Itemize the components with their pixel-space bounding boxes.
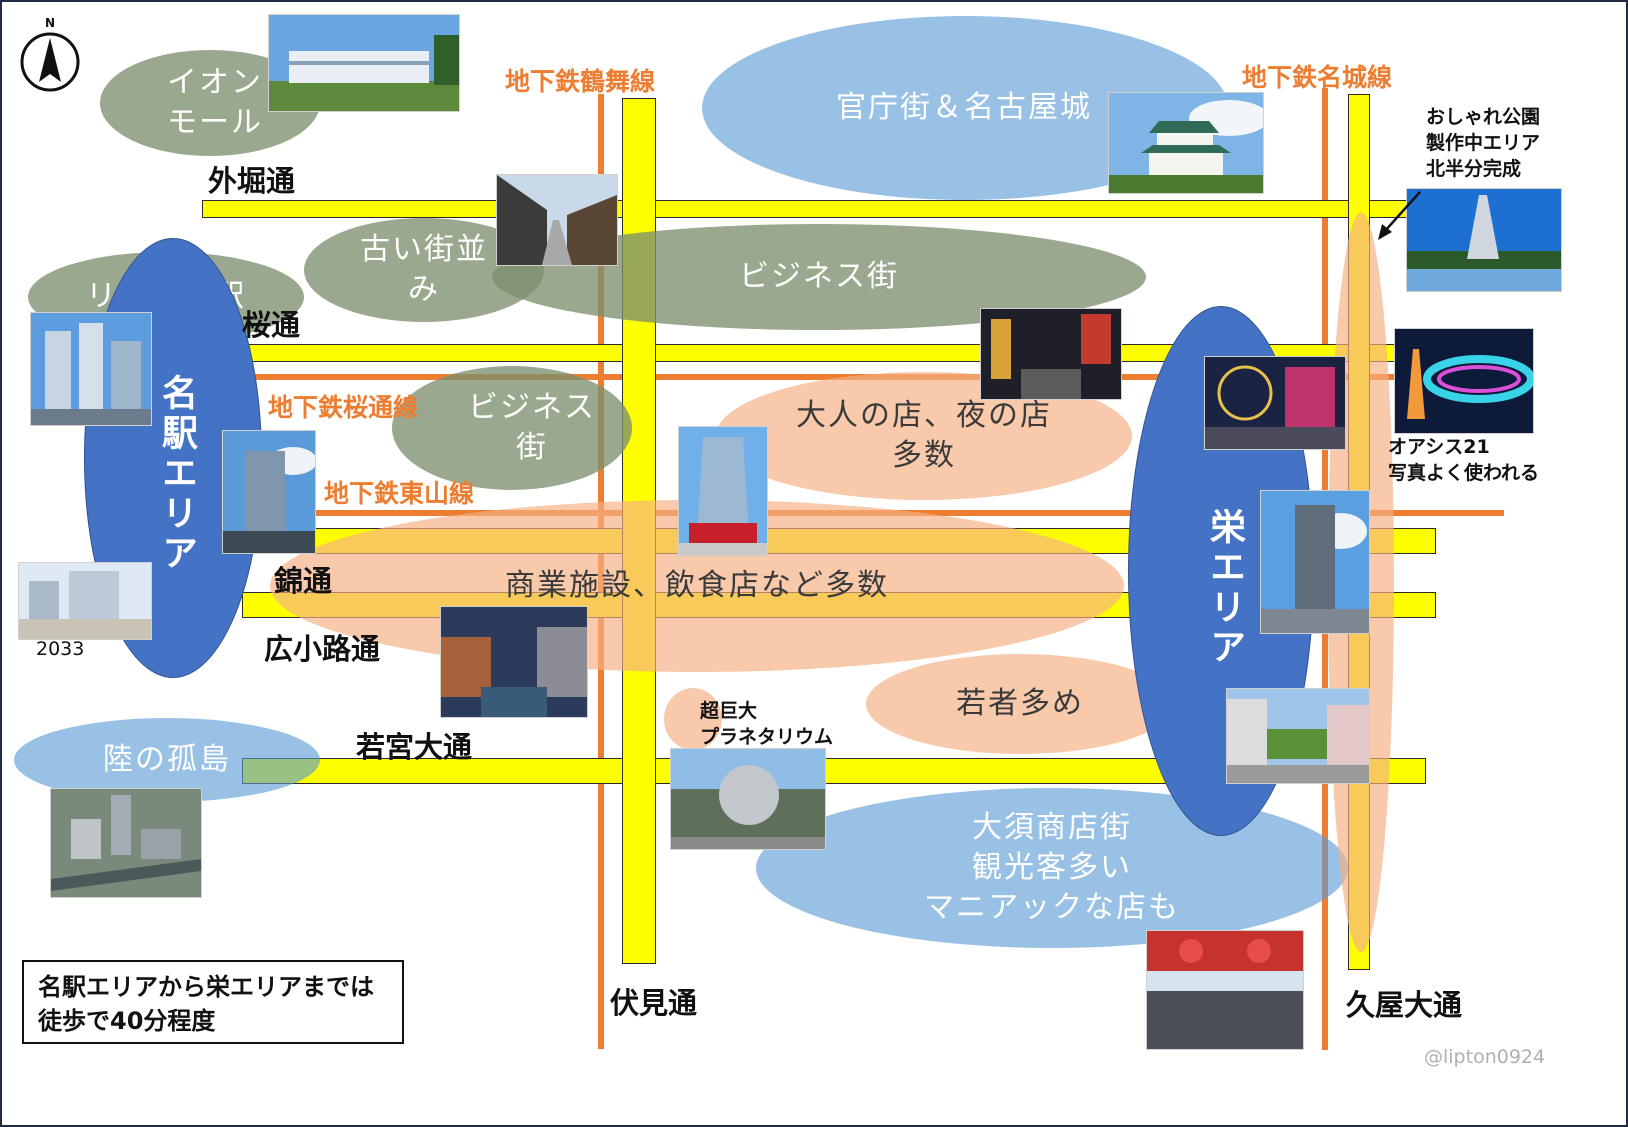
nagoya-castle-photo: [1108, 92, 1264, 194]
aeon-mall-photo: [268, 14, 460, 112]
meijo-line-label: 地下鉄名城線: [1242, 63, 1393, 92]
higashiyama-line-label: 地下鉄東山線: [324, 479, 475, 508]
osu-area-label: 大須商店街 観光客多い マニアックな店も: [924, 810, 1180, 925]
north-arrow-icon: [20, 16, 82, 96]
meieki-2033-rendering-photo: [18, 562, 152, 640]
youth-area-label: 若者多め: [956, 686, 1084, 721]
hisaya-label: 久屋大通: [1346, 988, 1463, 1022]
hisaya-street-photo: [1226, 688, 1370, 784]
oasis21-note: オアシス21 写真よく使われる: [1388, 436, 1540, 484]
park-note: おしゃれ公園 製作中エリア 北半分完成: [1426, 106, 1541, 180]
meieki-towers-photo: [30, 312, 152, 426]
youth-area: 若者多め: [866, 654, 1174, 754]
old-town-area-label: 古い街並 み: [360, 232, 488, 307]
commercial-area-label: 商業施設、飲食店など多数: [505, 568, 889, 603]
planetarium-note: 超巨大 プラネタリウム: [700, 700, 834, 748]
arrow-icon: [1374, 188, 1426, 242]
wakamiya-label: 若宮大通: [356, 730, 473, 764]
nishiki-label: 錦通: [274, 564, 333, 598]
sotobori-road: [202, 200, 1414, 218]
business-district-west-label: ビジネス 街: [468, 390, 596, 465]
tsurumai-line-label: 地下鉄鶴舞線: [505, 67, 656, 96]
nightlife-area-label: 大人の店、夜の店 多数: [796, 398, 1052, 473]
author-credit: @lipton0924: [1424, 1046, 1546, 1068]
sakae-area-label: 栄エリア: [1204, 508, 1245, 668]
business-district-north-label: ビジネス街: [739, 259, 899, 294]
canal-night-photo: [440, 606, 588, 718]
planetarium-photo: [670, 748, 826, 850]
sakae-skyscraper-photo: [1260, 490, 1370, 634]
jr-gate-tower-photo: [222, 430, 316, 554]
north-label: N: [45, 16, 56, 30]
fushimi-tower-photo: [678, 426, 768, 556]
sakae-ferris-wheel-photo: [1204, 356, 1346, 450]
old-street-photo: [496, 174, 618, 266]
aeon-area-label: イオン モール: [167, 65, 263, 140]
business-district-west: ビジネス 街: [392, 366, 632, 490]
fushimi-label: 伏見通: [610, 986, 698, 1020]
sotobori-label: 外堀通: [208, 164, 296, 198]
government-area-label: 官庁街＆名古屋城: [836, 90, 1092, 125]
aerial-city-photo: [50, 788, 202, 898]
meieki-area-label: 名駅エリア: [156, 374, 197, 574]
isolated-area-label: 陸の孤島: [103, 742, 231, 777]
tv-tower-park-photo: [1406, 188, 1562, 292]
hirokoji-label: 広小路通: [264, 632, 381, 666]
shopping-street-night-photo: [980, 308, 1122, 400]
oasis21-photo: [1394, 328, 1534, 434]
sakura-label: 桜通: [242, 308, 301, 342]
walking-time-box: 名駅エリアから栄エリアまでは 徒歩で40分程度: [22, 960, 404, 1044]
rendering-year: 2033: [36, 638, 85, 660]
planetarium-spot: [664, 688, 722, 750]
sakuradori-line-label: 地下鉄桜通線: [268, 393, 419, 422]
osu-shopping-street-photo: [1146, 930, 1304, 1050]
